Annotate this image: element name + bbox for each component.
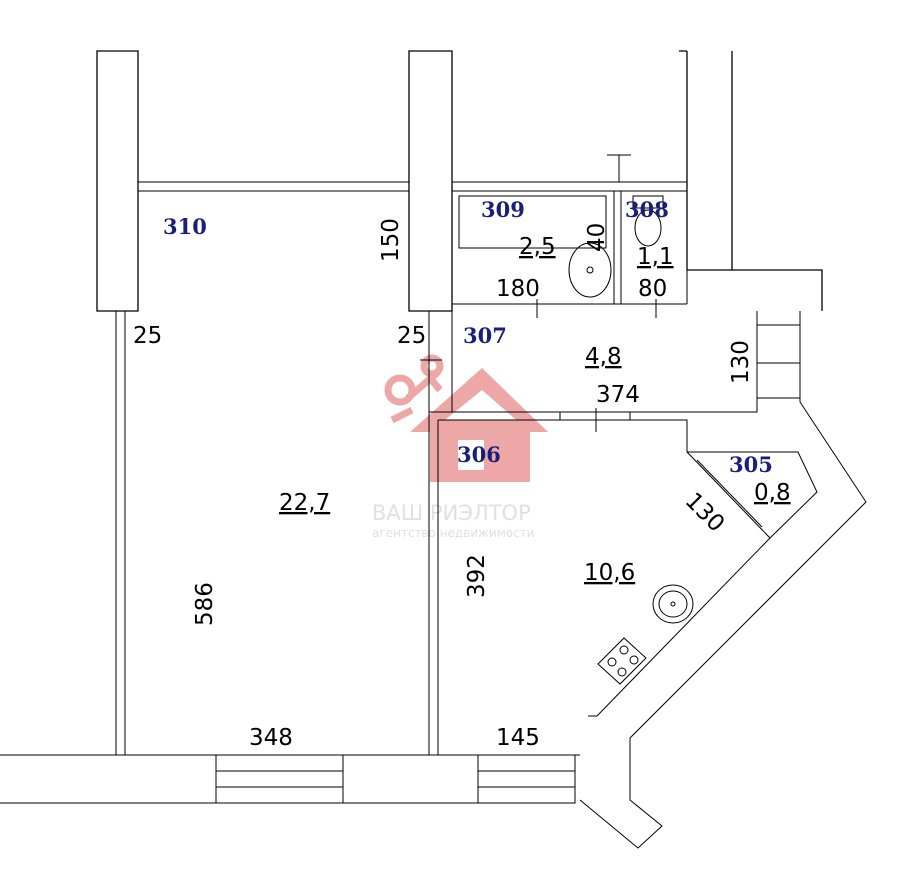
room-306-walls <box>428 412 818 755</box>
door-306 <box>559 412 631 420</box>
dim-130-307: 130 <box>728 340 754 384</box>
bath-top-wall <box>452 181 687 192</box>
watermark-tagline: агентство недвижимости <box>372 526 534 540</box>
room-308-area: 1,1 <box>637 244 674 270</box>
dim-80: 80 <box>638 276 667 302</box>
room-310-area: 22,7 <box>279 490 330 516</box>
room-305-area: 0,8 <box>754 480 791 506</box>
watermark: ВАШ РИЭЛТОР агентство недвижимости <box>372 354 548 540</box>
dim-586: 586 <box>192 582 218 626</box>
dim-130-305: 130 <box>680 488 729 537</box>
room-305-number: 305 <box>729 452 773 477</box>
room-308-walls <box>614 190 688 305</box>
window-bottom-left <box>215 755 344 804</box>
bathtub-icon <box>458 195 607 249</box>
top-partition <box>138 181 409 192</box>
middle-pier <box>408 50 453 312</box>
room-310-number: 310 <box>163 214 207 239</box>
dim-374: 374 <box>596 382 640 408</box>
dim-348: 348 <box>249 725 293 751</box>
dim-25-left: 25 <box>133 323 162 349</box>
bottom-wall <box>0 754 580 804</box>
room-309-area: 2,5 <box>519 234 556 260</box>
stove-icon <box>597 637 647 685</box>
key-icon <box>384 354 444 424</box>
room-308-number: 308 <box>625 197 669 222</box>
house-logo-icon <box>410 368 548 482</box>
walls <box>0 50 867 849</box>
room-306-area: 10,6 <box>584 560 635 586</box>
sink-icon <box>568 242 612 298</box>
vent-mark <box>607 154 631 182</box>
left-pier <box>96 50 139 312</box>
outer-diagonal <box>579 401 867 849</box>
dim-392: 392 <box>464 554 490 598</box>
room-307-number: 307 <box>463 323 507 348</box>
room-310-left-wall <box>115 311 126 755</box>
window-bottom-right <box>477 755 576 804</box>
room-305-walls <box>686 451 771 539</box>
right-upper-pier <box>679 50 823 311</box>
watermark-name: ВАШ РИЭЛТОР <box>372 501 531 525</box>
room-307-walls <box>429 310 758 413</box>
dim-40: 40 <box>584 223 610 252</box>
dim-145: 145 <box>496 725 540 751</box>
kitchen-sink-icon <box>652 584 694 624</box>
room-307-area: 4,8 <box>585 344 622 370</box>
window-307 <box>757 311 801 402</box>
toilet-icon <box>632 195 664 247</box>
room-309-number: 309 <box>481 197 525 222</box>
room-306-number: 306 <box>457 442 501 467</box>
dim-180: 180 <box>496 276 540 302</box>
dim-150: 150 <box>378 218 404 262</box>
dim-25-middle: 25 <box>397 323 426 349</box>
